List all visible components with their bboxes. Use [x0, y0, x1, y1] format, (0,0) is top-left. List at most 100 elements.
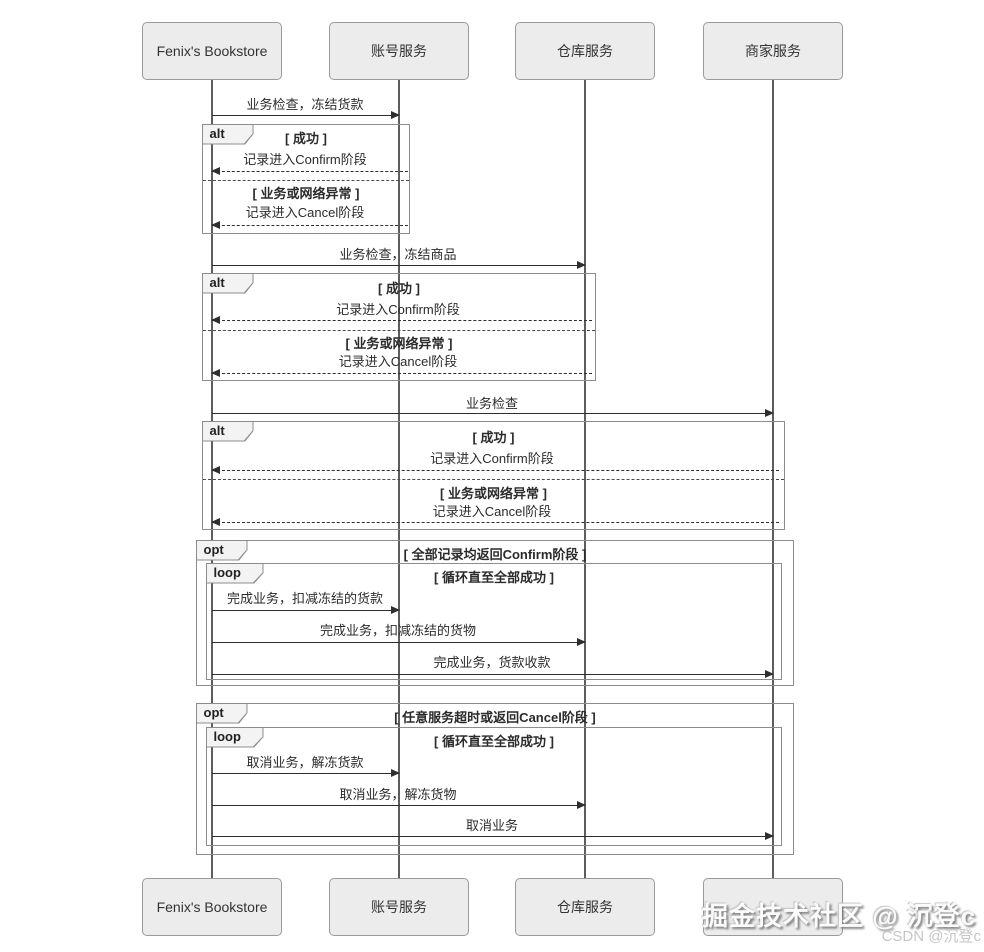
guard-error: [ 业务或网络异常 ] — [440, 486, 547, 501]
opt-frame-cancel: opt [ 任意服务超时或返回Cancel阶段 ] — [195, 702, 794, 855]
msg-done-collect-payment-arrow — [212, 670, 774, 679]
msg-check-freeze-funds-arrow — [212, 111, 400, 120]
alt-divider — [203, 479, 784, 480]
msg-cancel-unfreeze-goods-label: 取消业务，解冻货物 — [339, 787, 457, 802]
participant-label: Fenix's Bookstore — [156, 43, 268, 59]
participant-top-warehouse-service: 仓库服务 — [515, 22, 655, 80]
msg-check-arrow — [212, 409, 774, 418]
participant-top-merchant-service: 商家服务 — [703, 22, 843, 80]
participant-bottom-merchant-service — [703, 878, 843, 936]
msg-enter-confirm-label: 记录进入Confirm阶段 — [243, 152, 367, 167]
alt-tag-label: alt — [209, 422, 225, 438]
msg-enter-cancel-return-arrow — [211, 369, 592, 378]
participant-label: 账号服务 — [371, 43, 427, 59]
participant-bottom-warehouse-service: 仓库服务 — [515, 878, 655, 936]
guard-any-cancel: [ 任意服务超时或返回Cancel阶段 ] — [394, 710, 596, 725]
arrowhead-right-icon — [391, 769, 400, 778]
opt-operator-tag: opt — [195, 702, 248, 724]
loop-tag-fill — [206, 563, 263, 583]
guard-success: [ 成功 ] — [378, 281, 420, 296]
alt-divider — [203, 330, 595, 331]
alt-tag-fill — [202, 124, 253, 144]
arrowhead-right-icon — [577, 638, 586, 647]
arrowhead-right-icon — [577, 801, 586, 810]
guard-loop-until-success: [ 循环直至全部成功 ] — [434, 570, 554, 585]
arrowhead-left-icon — [211, 221, 220, 230]
guard-error: [ 业务或网络异常 ] — [345, 336, 453, 351]
guard-all-confirm: [ 全部记录均返回Confirm阶段 ] — [403, 547, 587, 562]
participant-top-account-service: 账号服务 — [329, 22, 469, 80]
alt-tag-fill — [202, 421, 253, 441]
alt-frame-merchant: alt [ 成功 ] [ 业务或网络异常 ] — [201, 420, 785, 530]
msg-check-freeze-goods-label: 业务检查，冻结商品 — [339, 247, 457, 262]
alt-tag-label: alt — [209, 125, 225, 141]
opt-tag-label: opt — [203, 541, 224, 557]
msg-enter-confirm-return-arrow — [211, 316, 592, 325]
alt-operator-tag: alt — [201, 123, 254, 145]
participant-label: Fenix's Bookstore — [156, 899, 268, 915]
arrowhead-right-icon — [765, 670, 774, 679]
msg-check-freeze-goods-arrow — [212, 261, 586, 270]
participant-label: 商家服务 — [745, 43, 801, 59]
guard-success: [ 成功 ] — [285, 131, 327, 146]
msg-enter-confirm-return-arrow — [211, 167, 408, 176]
msg-check-freeze-funds-label: 业务检查，冻结货款 — [246, 97, 364, 112]
loop-frame-confirm: loop [ 循环直至全部成功 ] — [205, 562, 782, 680]
msg-enter-confirm-label: 记录进入Confirm阶段 — [336, 302, 460, 317]
opt-tag-fill — [196, 703, 247, 723]
arrowhead-right-icon — [577, 261, 586, 270]
opt-tag-label: opt — [203, 704, 224, 720]
alt-operator-tag: alt — [201, 272, 254, 294]
opt-operator-tag: opt — [195, 539, 248, 561]
loop-tag-label: loop — [213, 564, 241, 580]
msg-enter-confirm-return-arrow — [211, 466, 779, 475]
loop-tag-fill — [206, 727, 263, 747]
arrowhead-right-icon — [765, 409, 774, 418]
arrowhead-left-icon — [211, 316, 220, 325]
msg-enter-cancel-return-arrow — [211, 518, 779, 527]
msg-cancel-unfreeze-funds-label: 取消业务，解冻货款 — [246, 755, 364, 770]
watermark-juejin: 掘金技术社区 @ 沉登c — [702, 901, 977, 931]
alt-operator-tag: alt — [201, 420, 254, 442]
loop-tag-label: loop — [213, 728, 241, 744]
msg-done-deduct-funds-arrow — [212, 606, 400, 615]
participant-label: 账号服务 — [371, 899, 427, 915]
msg-cancel-unfreeze-funds-arrow — [212, 769, 400, 778]
msg-enter-cancel-label: 记录进入Cancel阶段 — [432, 504, 552, 519]
participant-bottom-account-service: 账号服务 — [329, 878, 469, 936]
msg-cancel-business-label: 取消业务 — [465, 818, 518, 833]
guard-loop-until-success: [ 循环直至全部成功 ] — [434, 734, 554, 749]
opt-tag-fill — [196, 540, 247, 560]
msg-enter-cancel-label: 记录进入Cancel阶段 — [338, 354, 458, 369]
arrowhead-left-icon — [211, 466, 220, 475]
participant-top-fenix-bookstore: Fenix's Bookstore — [142, 22, 282, 80]
msg-done-deduct-goods-arrow — [212, 638, 586, 647]
guard-error: [ 业务或网络异常 ] — [252, 186, 360, 201]
arrowhead-left-icon — [211, 518, 220, 527]
loop-operator-tag: loop — [205, 726, 264, 748]
msg-enter-cancel-return-arrow — [211, 221, 408, 230]
alt-divider — [203, 180, 409, 181]
participant-bottom-fenix-bookstore: Fenix's Bookstore — [142, 878, 282, 936]
arrowhead-left-icon — [211, 369, 220, 378]
alt-tag-fill — [202, 273, 253, 293]
participant-label: 仓库服务 — [557, 899, 613, 915]
msg-cancel-business-arrow — [212, 832, 774, 841]
watermark-csdn: CSDN @沉登c — [881, 928, 981, 945]
loop-operator-tag: loop — [205, 562, 264, 584]
msg-done-deduct-goods-label: 完成业务，扣减冻结的货物 — [319, 623, 476, 638]
loop-frame-cancel: loop [ 循环直至全部成功 ] — [205, 726, 782, 846]
alt-frame-account: alt [ 成功 ] [ 业务或网络异常 ] — [201, 123, 410, 234]
msg-check-label: 业务检查 — [465, 396, 518, 411]
participant-label: 仓库服务 — [557, 43, 613, 59]
msg-done-collect-payment-label: 完成业务，货款收款 — [433, 655, 551, 670]
msg-cancel-unfreeze-goods-arrow — [212, 801, 586, 810]
msg-enter-confirm-label: 记录进入Confirm阶段 — [430, 451, 554, 466]
guard-success: [ 成功 ] — [472, 430, 515, 445]
msg-enter-cancel-label: 记录进入Cancel阶段 — [245, 205, 365, 220]
arrowhead-right-icon — [765, 832, 774, 841]
msg-done-deduct-funds-label: 完成业务，扣减冻结的货款 — [226, 591, 383, 606]
alt-tag-label: alt — [209, 274, 225, 290]
arrowhead-right-icon — [391, 111, 400, 120]
